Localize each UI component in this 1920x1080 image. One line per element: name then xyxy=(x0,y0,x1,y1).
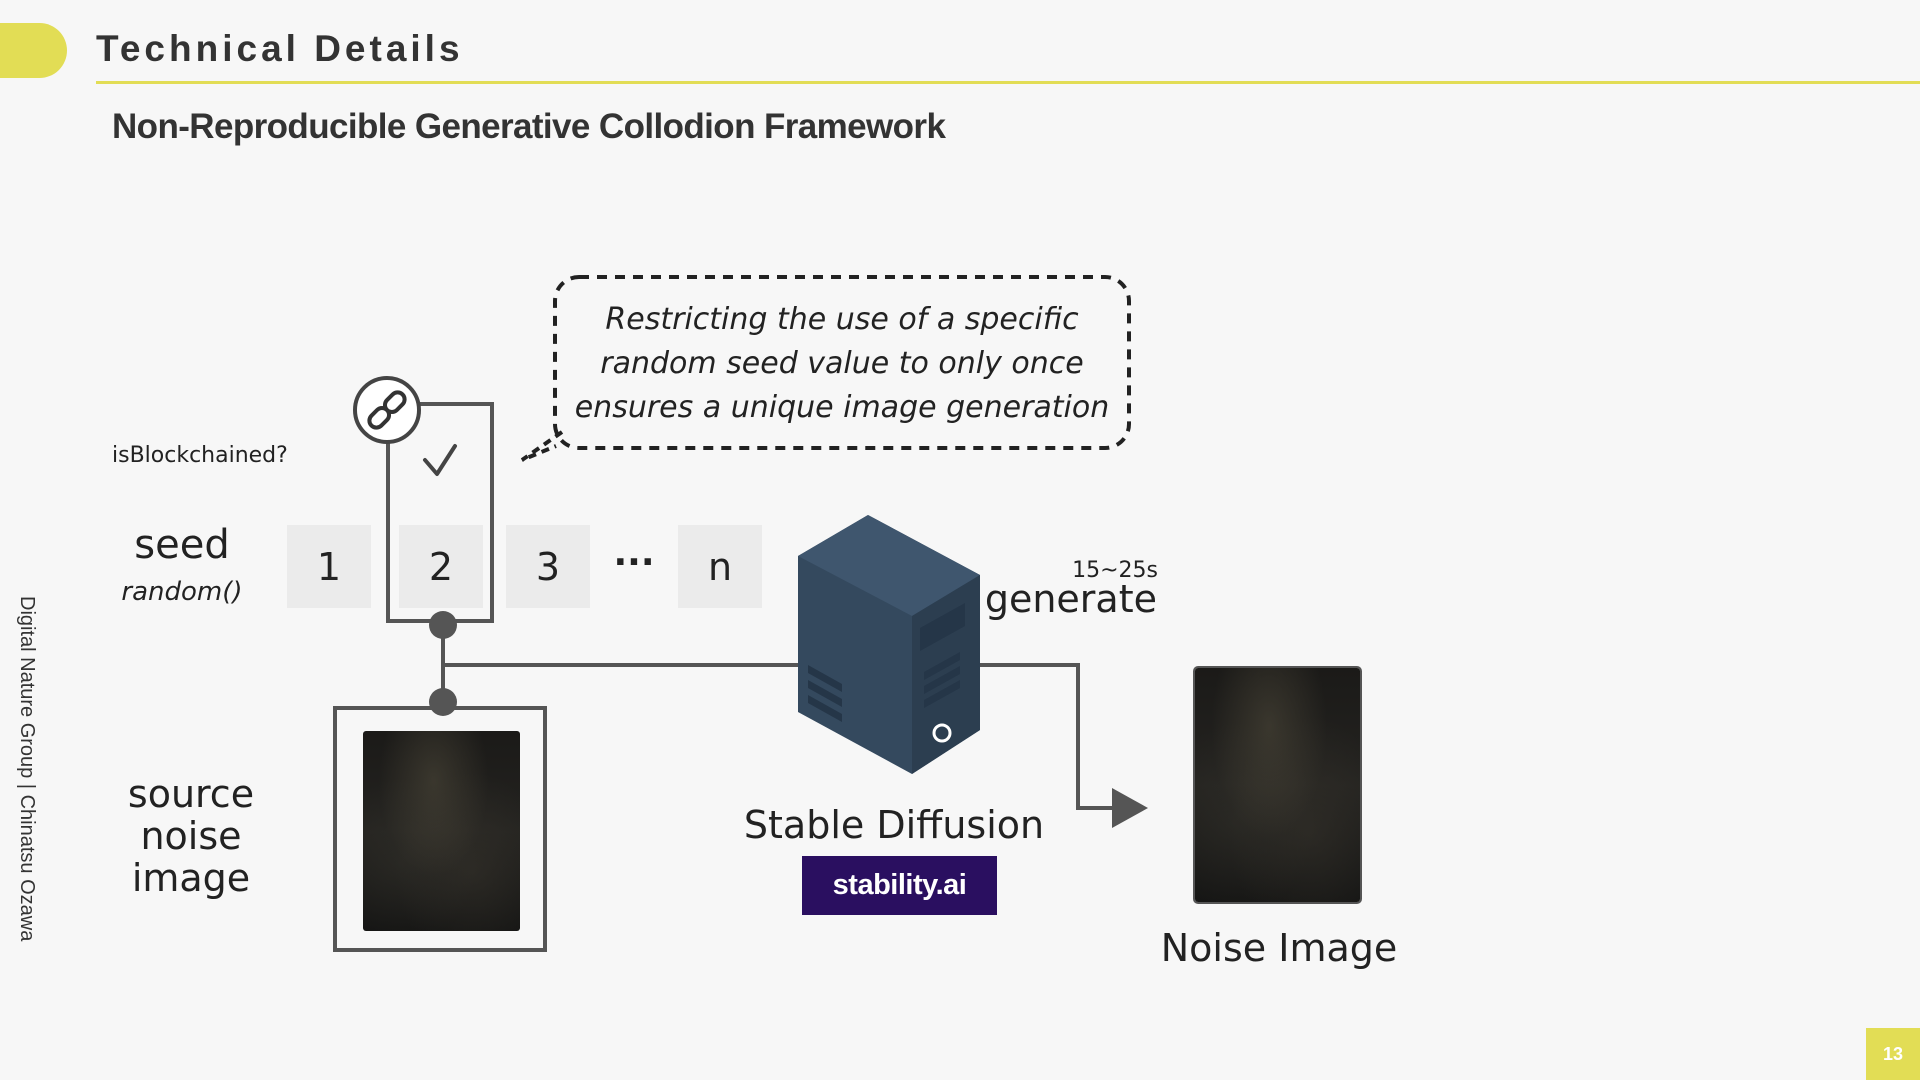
seed-box-n xyxy=(678,525,762,608)
callout-line: ensures a unique image generation xyxy=(575,390,1110,425)
seed-box-3 xyxy=(506,525,590,608)
seed-value: 2 xyxy=(429,545,453,589)
source-label-line: source xyxy=(128,772,254,816)
callout-bubble: Restricting the use of a specific random… xyxy=(520,275,1131,462)
generate-label: generate xyxy=(985,577,1157,621)
callout-line: Restricting the use of a specific xyxy=(605,302,1079,337)
source-label-line: noise xyxy=(140,814,241,858)
output-image-label: Noise Image xyxy=(1161,926,1398,970)
seed-box-2 xyxy=(399,525,483,608)
callout-line: random seed value to only once xyxy=(600,346,1083,381)
source-noise-image xyxy=(363,731,520,931)
header-divider xyxy=(96,81,1920,84)
is-blockchained-label: isBlockchained? xyxy=(112,443,288,468)
seed-sublabel: random() xyxy=(121,577,242,607)
arrow-head-icon xyxy=(1112,788,1148,828)
seed-ellipsis: ··· xyxy=(613,542,654,583)
stability-ai-logo: stability.ai xyxy=(802,856,997,915)
model-label: Stable Diffusion xyxy=(744,803,1044,847)
generate-arrow-line xyxy=(975,663,1112,810)
header-title: Technical Details xyxy=(96,28,464,69)
page-number: 13 xyxy=(1866,1028,1920,1080)
generated-noise-image xyxy=(1195,668,1360,902)
slide-subtitle: Non-Reproducible Generative Collodion Fr… xyxy=(112,107,946,146)
source-image-frame xyxy=(333,706,547,952)
seed-value: 1 xyxy=(317,545,341,589)
seed-value: 3 xyxy=(536,545,560,589)
chain-link-icon xyxy=(353,376,421,444)
seed-box-1 xyxy=(287,525,371,608)
source-label-line: image xyxy=(132,856,250,900)
header-accent-tab xyxy=(0,23,67,78)
server-icon xyxy=(798,515,980,774)
seed-label: seed xyxy=(134,522,229,568)
connector-node xyxy=(429,688,457,716)
generate-time-label: 15~25s xyxy=(1072,558,1158,583)
seed-value: n xyxy=(708,545,732,589)
check-icon xyxy=(423,444,457,476)
